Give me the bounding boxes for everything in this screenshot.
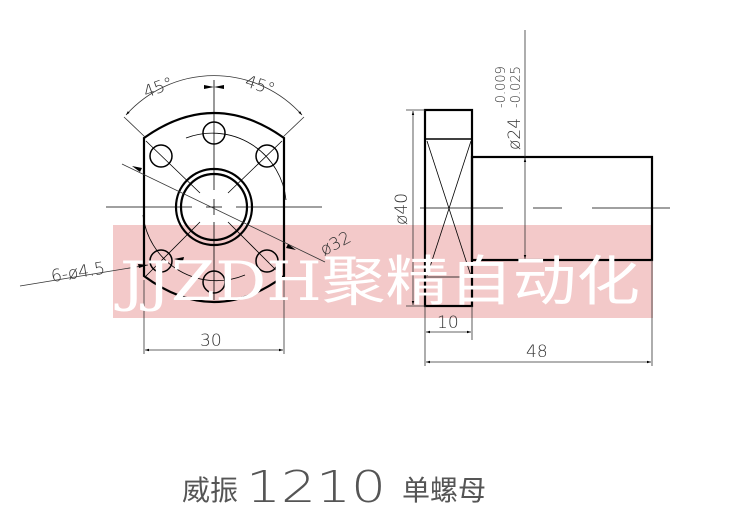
side-view (406, 30, 670, 366)
holes-label: 6-ø4.5 (50, 259, 107, 287)
length-label: 48 (526, 342, 548, 362)
caption-brand: 威振 (182, 474, 238, 507)
caption-type: 单螺母 (402, 474, 486, 507)
angle-right-label: 45° (242, 72, 277, 100)
angle-left-label: 45° (141, 74, 176, 103)
watermark-band (113, 225, 653, 318)
tolerance-upper: -0.009 (494, 66, 509, 108)
flange-diameter-label: ø40 (392, 193, 412, 225)
watermark-text: JJZDH聚精自动化 (114, 250, 640, 313)
width-label: 30 (200, 331, 222, 351)
tolerance-lower: -0.025 (509, 66, 524, 108)
shaft-diameter-label: ø24 (505, 118, 525, 150)
flange-thickness-label: 10 (437, 313, 459, 333)
caption-model: 1210 (246, 462, 386, 513)
front-view (19, 75, 326, 354)
